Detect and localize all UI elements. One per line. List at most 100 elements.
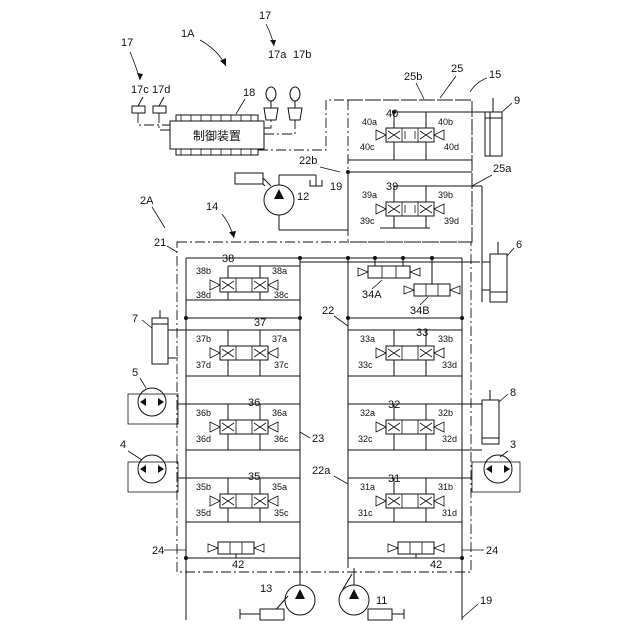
valve-34B <box>404 258 460 296</box>
label-40: 40 <box>386 108 398 120</box>
label-31d: 31d <box>442 508 457 518</box>
label-34B: 34B <box>410 305 430 317</box>
label-4: 4 <box>120 439 126 451</box>
label-12: 12 <box>297 191 309 203</box>
label-1A: 1A <box>181 28 195 40</box>
label-35a: 35a <box>272 482 287 492</box>
label-38a: 38a <box>272 266 287 276</box>
label-11: 11 <box>376 595 387 607</box>
cylinder-8 <box>482 390 499 444</box>
pedal-17d <box>153 97 166 113</box>
label-24-left: 24 <box>152 545 164 557</box>
label-37c: 37c <box>274 360 289 370</box>
valve-34A <box>358 258 420 278</box>
pedal-17c <box>132 97 145 113</box>
label-3: 3 <box>510 439 516 451</box>
label-17-left: 17 <box>121 37 133 49</box>
label-35d: 35d <box>196 508 211 518</box>
label-22b: 22b <box>299 155 317 167</box>
cylinder-9 <box>485 98 502 156</box>
label-23: 23 <box>312 433 324 445</box>
label-31: 31 <box>388 473 400 485</box>
label-37: 37 <box>254 317 266 329</box>
label-42-right: 42 <box>430 559 442 571</box>
label-33: 33 <box>416 327 428 339</box>
label-13: 13 <box>260 583 272 595</box>
label-36c: 36c <box>274 434 289 444</box>
label-40c: 40c <box>360 142 375 152</box>
label-33a: 33a <box>360 334 375 344</box>
label-32b: 32b <box>438 408 453 418</box>
motor-3 <box>472 455 520 492</box>
label-36d: 36d <box>196 434 211 444</box>
label-32c: 32c <box>358 434 373 444</box>
lever-17a <box>264 87 278 120</box>
label-38d: 38d <box>196 290 211 300</box>
label-14: 14 <box>206 201 218 213</box>
label-32: 32 <box>388 399 400 411</box>
label-42-left: 42 <box>232 559 244 571</box>
label-17a: 17a <box>268 49 287 61</box>
label-18: 18 <box>243 87 255 99</box>
label-37d: 37d <box>196 360 211 370</box>
motor-5 <box>128 388 178 424</box>
label-38c: 38c <box>274 290 289 300</box>
label-39a: 39a <box>362 190 377 200</box>
label-25: 25 <box>451 63 463 75</box>
label-17-right: 17 <box>259 10 271 22</box>
label-33b: 33b <box>438 334 453 344</box>
valve-42-right <box>388 542 444 558</box>
label-22: 22 <box>322 305 334 317</box>
label-38b: 38b <box>196 266 211 276</box>
label-35c: 35c <box>274 508 289 518</box>
label-32d: 32d <box>442 434 457 444</box>
label-34A: 34A <box>362 289 382 301</box>
label-24-right: 24 <box>486 545 498 557</box>
cylinder-7 <box>152 310 168 364</box>
label-35b: 35b <box>196 482 211 492</box>
valve-42-left <box>208 542 264 558</box>
label-15: 15 <box>489 69 501 81</box>
label-17d: 17d <box>152 84 170 96</box>
label-39: 39 <box>386 181 398 193</box>
label-39d: 39d <box>444 216 459 226</box>
label-40a: 40a <box>362 117 377 127</box>
label-36b: 36b <box>196 408 211 418</box>
motor-4 <box>128 455 178 492</box>
label-17b: 17b <box>293 49 311 61</box>
label-37a: 37a <box>272 334 287 344</box>
label-2A: 2A <box>140 195 154 207</box>
label-17c: 17c <box>131 84 149 96</box>
label-36a: 36a <box>272 408 287 418</box>
label-25b: 25b <box>404 71 422 83</box>
label-19-bottom: 19 <box>480 595 492 607</box>
pump-11 <box>339 568 404 620</box>
label-33c: 33c <box>358 360 373 370</box>
label-38: 38 <box>222 253 234 265</box>
label-35: 35 <box>248 471 260 483</box>
label-19-top: 19 <box>330 181 342 193</box>
label-5: 5 <box>132 367 138 379</box>
control-unit: 制御装置 <box>170 115 264 155</box>
label-36: 36 <box>248 397 260 409</box>
label-22a: 22a <box>312 465 331 477</box>
label-31c: 31c <box>358 508 373 518</box>
label-31b: 31b <box>438 482 453 492</box>
label-25a: 25a <box>493 163 512 175</box>
label-39c: 39c <box>360 216 375 226</box>
label-37b: 37b <box>196 334 211 344</box>
label-33d: 33d <box>442 360 457 370</box>
label-7: 7 <box>132 313 138 325</box>
label-8: 8 <box>510 387 516 399</box>
cylinder-6 <box>490 242 507 302</box>
label-6: 6 <box>516 239 522 251</box>
label-31a: 31a <box>360 482 375 492</box>
lever-17b <box>288 87 302 120</box>
label-9: 9 <box>514 95 520 107</box>
label-40d: 40d <box>444 142 459 152</box>
label-21: 21 <box>154 237 166 249</box>
label-39b: 39b <box>438 190 453 200</box>
label-40b: 40b <box>438 117 453 127</box>
